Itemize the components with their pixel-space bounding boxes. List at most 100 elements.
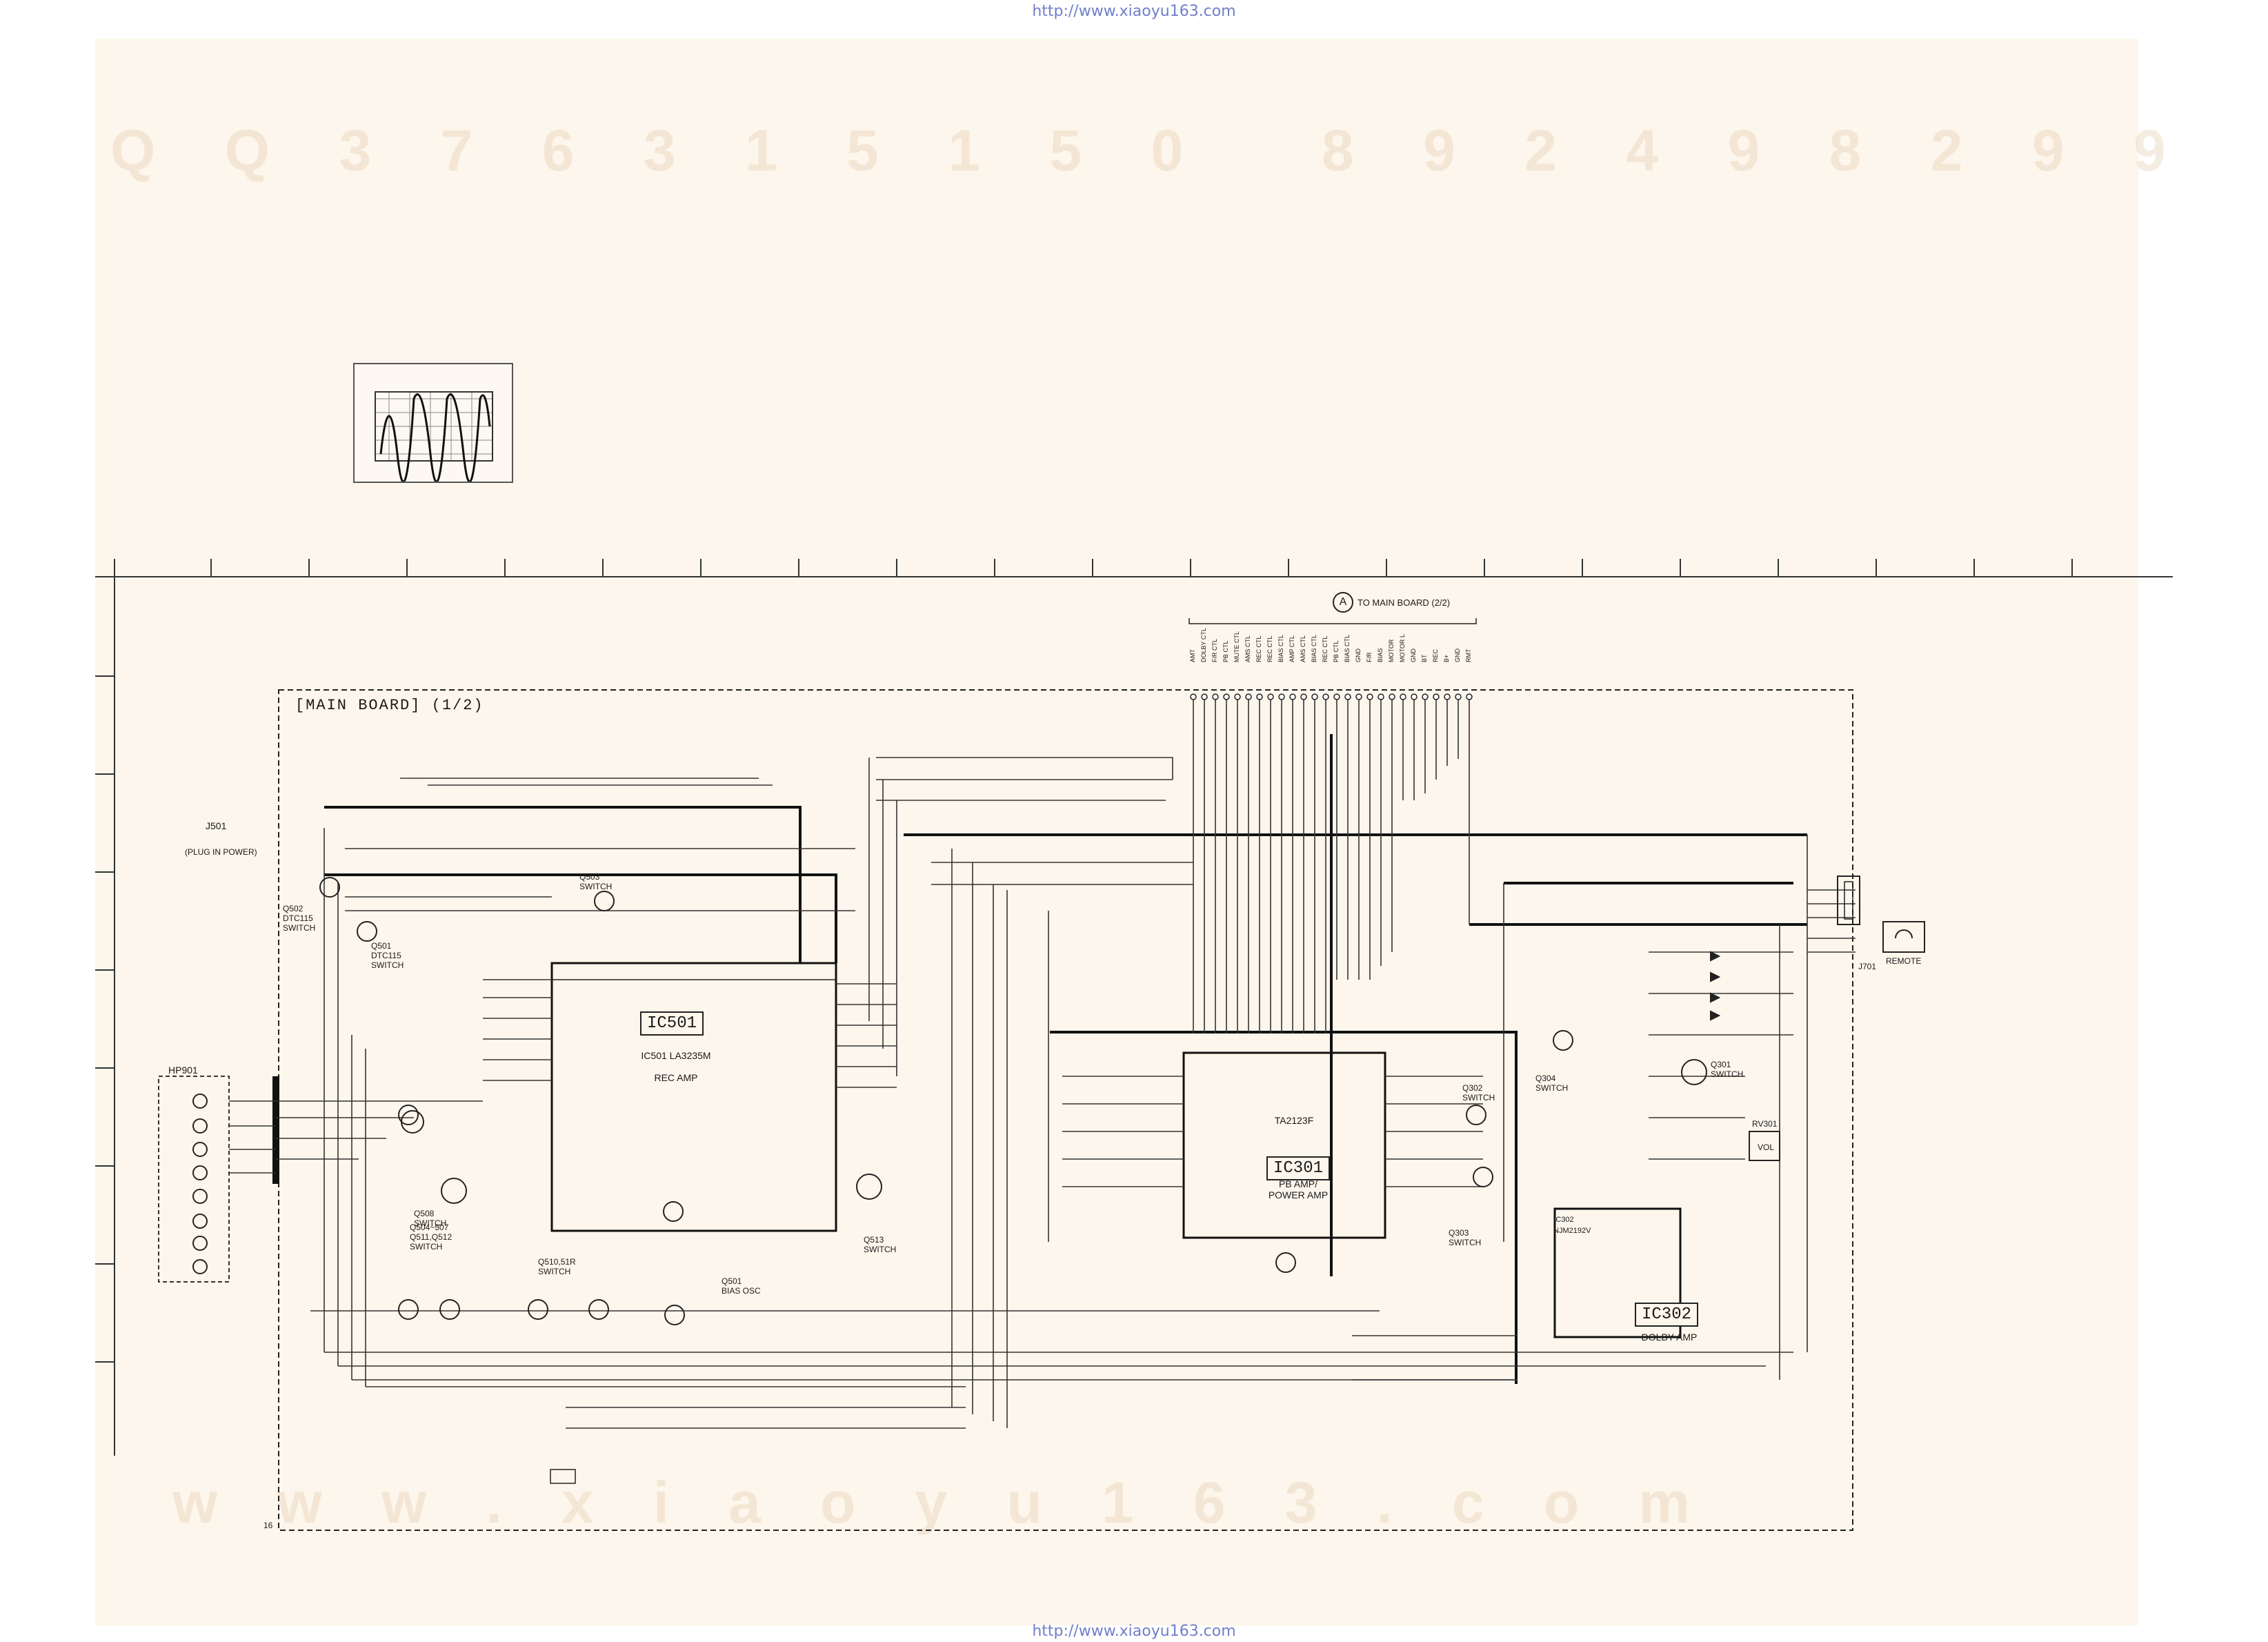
watermark-top-glyph: 0 <box>1151 118 1184 183</box>
connector-a-pin-label: B+ <box>1443 654 1450 662</box>
connector-a-pin-label: REC <box>1432 649 1439 662</box>
watermark-top-glyph: 9 <box>2031 118 2065 183</box>
connector-a-pin-label: BIAS CTL <box>1311 634 1317 662</box>
watermark-bottom-glyph: w <box>381 1470 427 1535</box>
connector-a-pin-label: AMP CTL <box>1289 635 1295 662</box>
connector-a-pin-label: BIAS CTL <box>1277 634 1284 662</box>
ic501-function: REC AMP <box>654 1072 698 1083</box>
page-number: 16 <box>263 1521 273 1530</box>
connector-a-pin-label: RMT <box>1465 649 1472 663</box>
ruler-left <box>95 577 115 1456</box>
watermark-bottom-glyph: o <box>1543 1470 1580 1535</box>
rv301-desc: VOL <box>1758 1143 1775 1152</box>
watermark-bottom-glyph: m <box>1638 1470 1690 1535</box>
q503-label: Q503 SWITCH <box>579 872 613 891</box>
watermark-top-glyph: Q <box>110 118 156 183</box>
watermark-bottom-glyph: . <box>486 1470 502 1535</box>
watermark-top-glyph: 1 <box>948 118 980 183</box>
connector-a-label: A TO MAIN BOARD (2/2) <box>1333 592 1450 613</box>
hp901-label: HP901 <box>168 1065 198 1076</box>
connector-a-text: TO MAIN BOARD (2/2) <box>1357 597 1451 608</box>
watermark-top-glyph: 5 <box>1049 118 1082 183</box>
ic301-part: TA2123F <box>1274 1115 1314 1126</box>
q513-label: Q513 SWITCH <box>864 1235 897 1254</box>
q304-label: Q304 SWITCH <box>1535 1074 1569 1093</box>
watermark-top-glyph: 6 <box>541 118 575 183</box>
remote-label: REMOTE <box>1886 956 1922 966</box>
watermark-bottom-glyph: i <box>653 1470 670 1535</box>
connector-a-pin-label: GND <box>1410 649 1417 662</box>
connector-a-pin-label: DOLBY CTL <box>1200 628 1207 662</box>
ic501-label: IC501 <box>640 1011 704 1036</box>
connector-a-pin-label: AMS CTL <box>1300 635 1306 662</box>
j501-desc: (PLUG IN POWER) <box>185 847 257 857</box>
watermark-bottom-glyph: 6 <box>1193 1470 1226 1535</box>
ic501-desc: IC501 LA3235M REC AMP <box>635 1039 717 1083</box>
j701-label: J701 <box>1858 962 1877 971</box>
watermark-top-glyph: 9 <box>2133 118 2166 183</box>
q501-label: Q501 DTC115 SWITCH <box>371 941 404 970</box>
connector-a-pin-label: F/R <box>1366 652 1373 663</box>
oscilloscope-waveform <box>353 363 513 483</box>
connector-a-marker: A <box>1333 592 1353 613</box>
watermark-bottom-glyph: c <box>1451 1470 1484 1535</box>
board-outline <box>278 689 1853 1531</box>
ic301-label: IC301 <box>1266 1156 1331 1180</box>
top-url-link[interactable]: http://www.xiaoyu163.com <box>1032 3 1236 20</box>
connector-a-pin-label: BT <box>1421 654 1428 662</box>
connector-a-pin-label: MOTOR L <box>1399 634 1406 662</box>
watermark-bottom-glyph: w <box>277 1470 322 1535</box>
watermark-top-glyph: 4 <box>1626 118 1659 183</box>
watermark-bottom-glyph: x <box>561 1470 594 1535</box>
watermark-bottom-glyph: . <box>1376 1470 1393 1535</box>
connector-a-pin-label: AMT <box>1189 649 1196 662</box>
ic302-part: IC302 NJM2192V <box>1553 1216 1591 1235</box>
bottom-url-link[interactable]: http://www.xiaoyu163.com <box>1032 1623 1236 1640</box>
watermark-top-glyph: 5 <box>846 118 879 183</box>
watermark-bottom-glyph: 1 <box>1101 1470 1134 1535</box>
ic501-part: IC501 LA3235M <box>641 1050 711 1061</box>
q502-label: Q502 DTC115 SWITCH <box>283 904 316 933</box>
connector-a-pin-label: F/R CTL <box>1211 638 1218 662</box>
watermark-top-glyph: 8 <box>1829 118 1862 183</box>
watermark-top-glyph: 2 <box>1524 118 1557 183</box>
watermark-bottom-glyph: y <box>915 1470 948 1535</box>
watermark-top-glyph: 3 <box>339 118 372 183</box>
watermark-top-glyph: 7 <box>440 118 473 183</box>
watermark-top-glyph: 9 <box>1727 118 1760 183</box>
watermark-bottom-glyph: o <box>820 1470 856 1535</box>
watermark-top-glyph: Q <box>224 118 270 183</box>
connector-a-pin-label: MUTE CTL <box>1233 631 1240 662</box>
q504-507-label: Q504~507 Q511,Q512 SWITCH <box>410 1223 452 1252</box>
q508-label: Q508 SWITCH <box>414 1209 447 1228</box>
watermark-top-glyph: 3 <box>643 118 676 183</box>
ic302-label: IC302 <box>1635 1303 1699 1327</box>
q303-label: Q303 SWITCH <box>1449 1228 1482 1247</box>
board-title: [MAIN BOARD] (1/2) <box>295 697 484 714</box>
connector-a-pin-label: REC CTL <box>1255 635 1262 662</box>
q501-osc-label: Q501 BIAS OSC <box>722 1276 761 1296</box>
watermark-top-glyph: 8 <box>1322 118 1354 183</box>
q301-label: Q301 SWITCH <box>1711 1060 1744 1079</box>
connector-a-pin-label: BIAS CTL <box>1344 634 1351 662</box>
connector-a-pin-label: GND <box>1454 649 1461 662</box>
watermark-bottom-glyph: u <box>1006 1470 1042 1535</box>
watermark-top-glyph: 9 <box>1423 118 1455 183</box>
ic302-function: DOLBY AMP <box>1641 1332 1698 1343</box>
q510-label: Q510,51R SWITCH <box>538 1257 576 1276</box>
connector-a-pin-label: REC CTL <box>1322 635 1329 662</box>
watermark-bottom-glyph: 3 <box>1284 1470 1317 1535</box>
watermark-top-glyph: 1 <box>745 118 777 183</box>
watermark-bottom-glyph: w <box>172 1470 218 1535</box>
watermark-top: Q Q 3 7 6 3 1 5 1 5 0 8 9 2 4 9 8 2 9 9 <box>110 117 2166 184</box>
watermark-top-glyph: 2 <box>1930 118 1963 183</box>
connector-a-pin-label: AMS CTL <box>1244 635 1251 662</box>
connector-a-pin-label: GND <box>1355 649 1362 662</box>
rv301-label: RV301 <box>1752 1119 1778 1129</box>
connector-a-pin-label: PB CTL <box>1333 640 1340 662</box>
connector-a-pin-label: REC CTL <box>1266 635 1273 662</box>
j501-label: J501 <box>206 820 227 831</box>
schematic-sheet <box>95 39 2138 1625</box>
